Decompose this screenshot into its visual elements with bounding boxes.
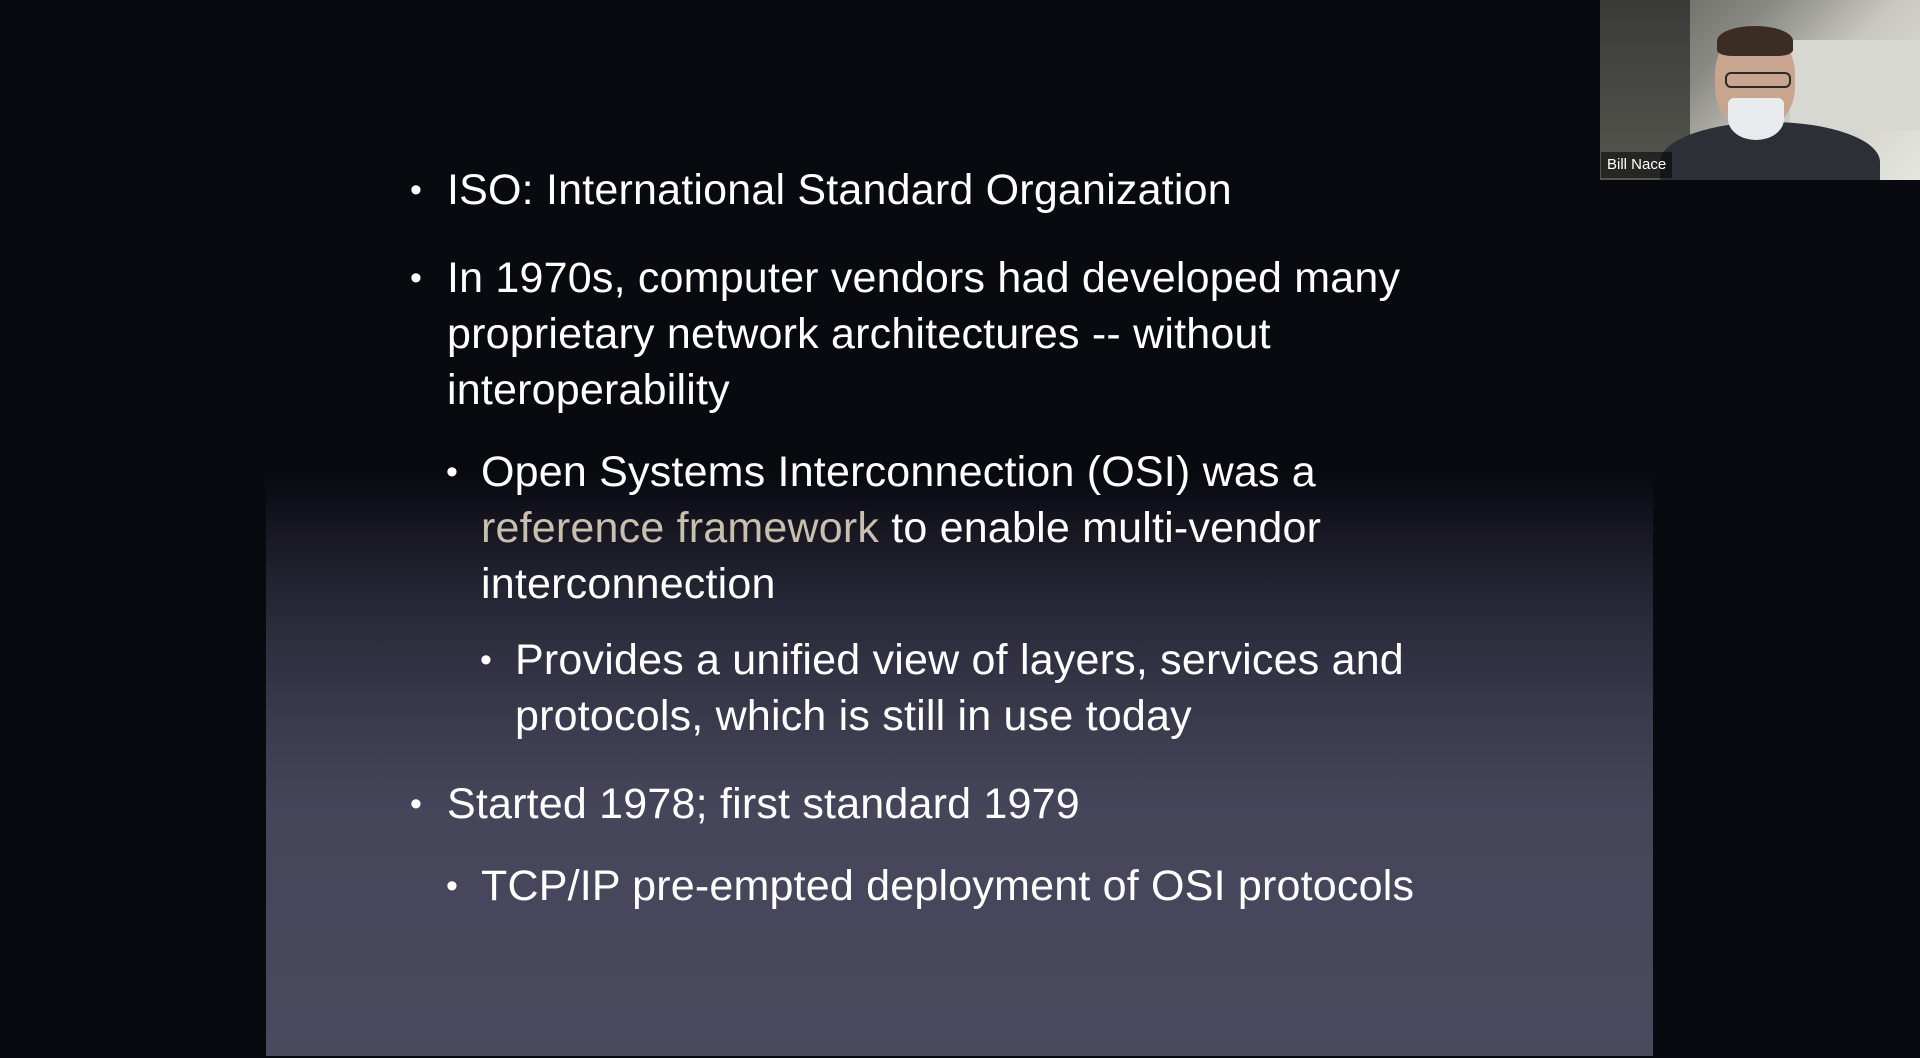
bullet-text-line: interconnection (481, 560, 776, 608)
participant-hair (1717, 26, 1793, 56)
slide-content: • ISO: International Standard Organizati… (400, 158, 1600, 914)
bullet-text-line: proprietary network architectures -- wit… (447, 310, 1271, 358)
bullet-unified-view: • Provides a unified view of layers, ser… (400, 632, 1600, 744)
bullet-dot: • (410, 171, 423, 209)
bullet-text-line: Open Systems Interconnection (OSI) was a (481, 448, 1316, 496)
highlighted-term: reference framework (481, 504, 880, 552)
bullet-text-fragment: to enable multi-vendor (879, 504, 1322, 552)
bullet-tcpip: • TCP/IP pre-empted deployment of OSI pr… (400, 858, 1600, 914)
participant-mask (1728, 98, 1784, 140)
slide-background-gradient (266, 482, 1653, 602)
video-background-window (1790, 40, 1920, 130)
participant-glasses (1725, 72, 1791, 88)
bullet-text-line: reference framework to enable multi-vend… (481, 500, 1600, 556)
bullet-text-line: interoperability (447, 366, 730, 414)
participant-name-label: Bill Nace (1601, 152, 1673, 178)
bullet-text-line: Provides a unified view of layers, servi… (515, 636, 1404, 684)
bullet-iso: • ISO: International Standard Organizati… (400, 162, 1600, 218)
bullet-text: ISO: International Standard Organization (447, 166, 1232, 214)
participant-video-tile[interactable] (1600, 0, 1920, 180)
bullet-text: TCP/IP pre-empted deployment of OSI prot… (481, 862, 1415, 910)
bullet-text-line: protocols, which is still in use today (515, 692, 1192, 740)
bullet-text-line: In 1970s, computer vendors had developed… (447, 254, 1401, 302)
slide-background-panel (266, 474, 1653, 1056)
bullet-text: Started 1978; first standard 1979 (447, 780, 1080, 828)
bullet-dot: • (480, 641, 493, 679)
bullet-dot: • (410, 259, 423, 297)
bullet-dot: • (410, 785, 423, 823)
bullet-osi: • Open Systems Interconnection (OSI) was… (400, 444, 1600, 612)
bullet-1970s: • In 1970s, computer vendors had develop… (400, 250, 1600, 418)
bullet-dot: • (446, 867, 459, 905)
bullet-started-1978: • Started 1978; first standard 1979 (400, 776, 1600, 832)
shared-screen: • ISO: International Standard Organizati… (0, 8, 1920, 1056)
bullet-dot: • (446, 453, 459, 491)
